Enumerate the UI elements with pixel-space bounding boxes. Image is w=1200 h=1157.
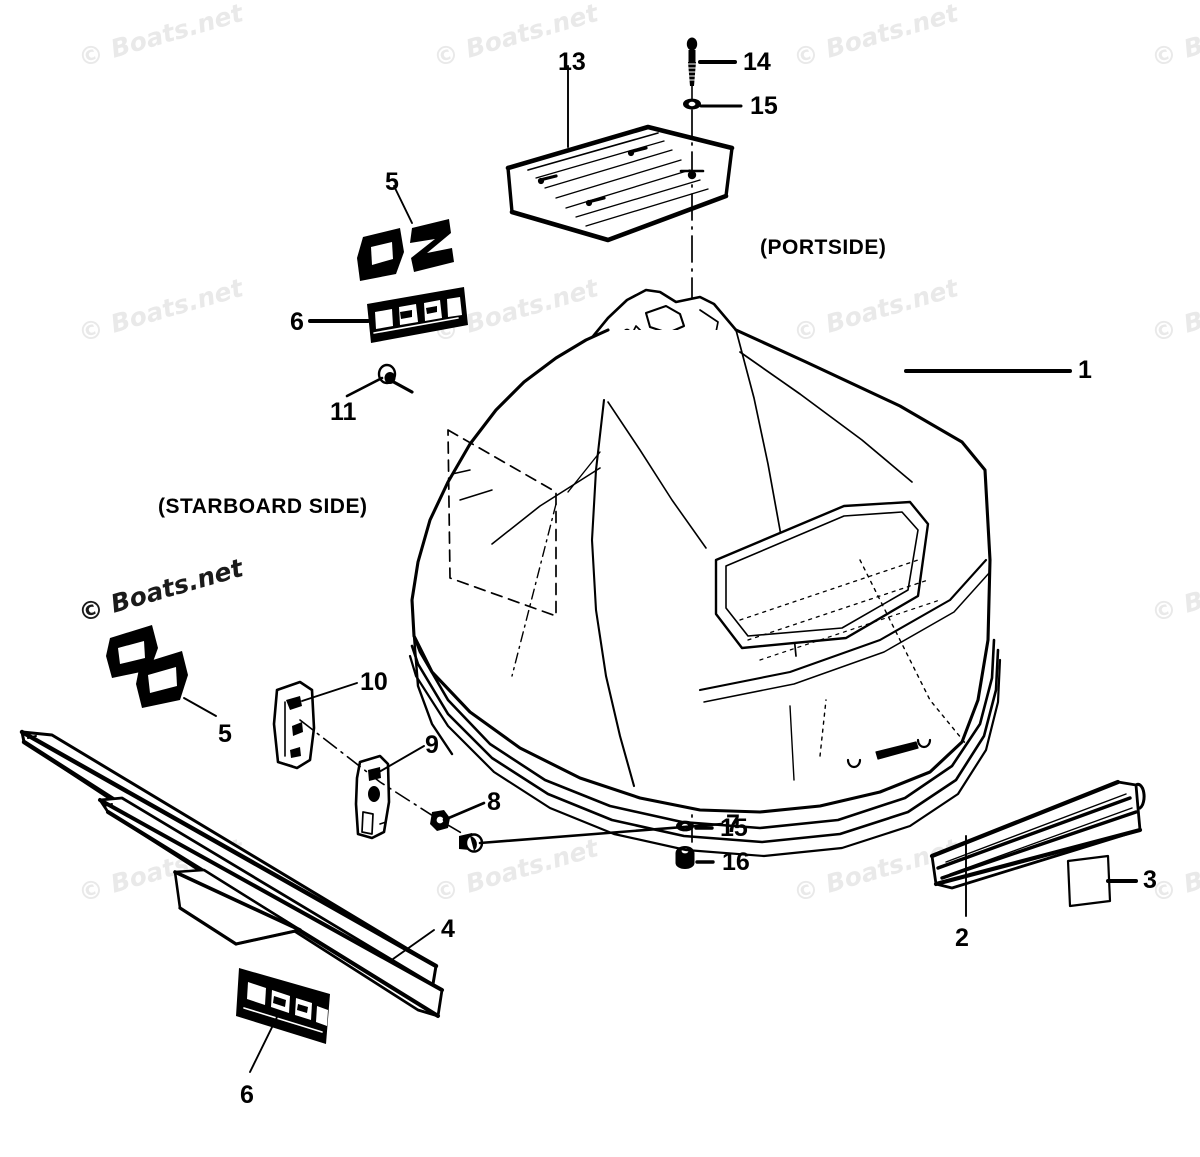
callout-number-9: 9 [425, 731, 439, 759]
part-7-screw [459, 833, 484, 853]
callout-number-13: 13 [558, 48, 586, 76]
callout-number-4: 4 [441, 915, 455, 943]
callout-number-2: 2 [955, 924, 969, 952]
callout-number-11: 11 [330, 398, 357, 426]
callout-number-10: 10 [360, 668, 388, 696]
callout-leader-lines [183, 60, 1138, 1073]
part-8-nut [430, 810, 450, 831]
part-10-hook-bracket [272, 680, 316, 770]
callout-number-16: 16 [722, 848, 750, 876]
callout-number-5: 5 [385, 168, 399, 196]
callout-number-5: 5 [218, 720, 232, 748]
part-14-bolt [686, 37, 698, 101]
orientation-label-portside: (PORTSIDE) [760, 236, 887, 259]
callout-number-14: 14 [743, 48, 771, 76]
part-5-logo-decal-lower [106, 625, 188, 708]
part-15-washer-upper [683, 98, 701, 110]
callout-number-1: 1 [1078, 356, 1092, 384]
callout-number-7: 7 [726, 810, 740, 838]
part-13-top-cover-panel [505, 124, 735, 243]
callout-number-3: 3 [1143, 866, 1157, 894]
callout-number-6: 6 [240, 1081, 254, 1109]
part-4-side-trim-panel [19, 729, 444, 1018]
part-6-model-decal-upper [367, 287, 468, 343]
orientation-label-starboard: (STARBOARD SIDE) [158, 495, 368, 518]
part-6-model-decal-lower [236, 968, 330, 1044]
part-9-latch-bracket [354, 754, 391, 840]
part-3-decal-plate [1066, 854, 1112, 908]
part-5-logo-decal-upper [357, 219, 454, 281]
callout-number-15: 15 [750, 92, 778, 120]
callout-number-15: 15 [720, 814, 748, 842]
callout-number-6: 6 [290, 308, 304, 336]
part-1-engine-cowl [408, 288, 1002, 858]
part-2-lower-trim-molding [929, 779, 1146, 890]
callout-number-8: 8 [487, 788, 501, 816]
